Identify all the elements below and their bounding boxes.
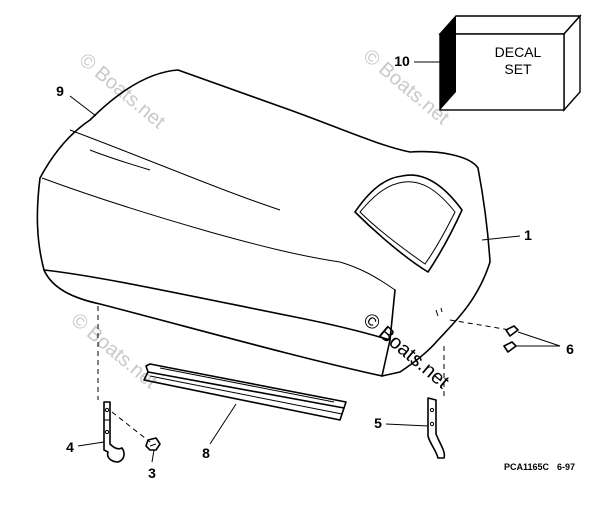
seal-strip [143,363,347,421]
leader-3 [151,449,155,463]
decal-label-line1: DECAL [495,44,542,60]
leader-8 [209,403,237,445]
callout-6: 6 [566,341,574,357]
left-bracket [103,401,125,463]
guide-screw [449,319,511,331]
decal-label-line2: SET [504,61,532,77]
callout-8: 8 [202,445,210,461]
callout-4: 4 [66,439,74,455]
watermark-center: © Boats.net [359,309,454,393]
screw-3 [145,437,161,451]
leader-5 [385,423,429,427]
callout-9: 9 [56,83,64,99]
screws-6 [503,325,519,353]
callout-10: 10 [394,53,410,69]
right-bracket [427,397,446,459]
leader-6a [517,331,561,347]
leader-9 [69,95,97,117]
callout-3: 3 [148,465,156,481]
callout-1: 1 [524,227,532,243]
leader-4 [77,441,105,447]
decal-set-box: DECAL SET [438,14,582,112]
leader-1 [481,235,521,241]
drawing-date: 6-97 [557,462,575,472]
engine-cover [36,69,491,377]
guide-clip [111,411,151,443]
callout-5: 5 [374,415,382,431]
drawing-code: PCA1165C [504,462,550,472]
